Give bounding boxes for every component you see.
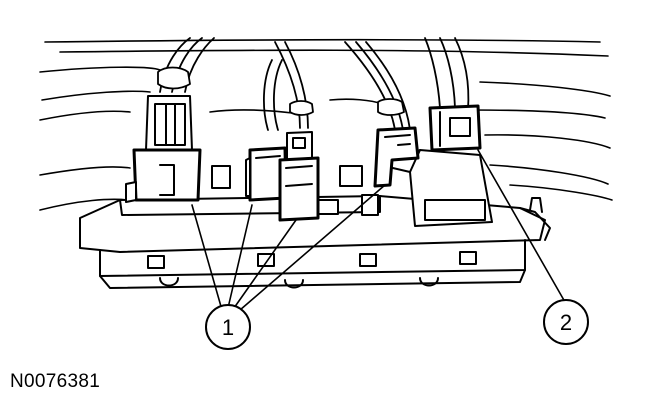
- callout-label-2: 2: [560, 310, 572, 335]
- leader-lines: [191, 149, 566, 311]
- panel-contours: [39, 38, 613, 211]
- callout-circle-2: [543, 299, 589, 345]
- connector-e: [428, 104, 482, 152]
- connector-d: [373, 126, 420, 188]
- connector-c: [278, 131, 320, 222]
- callout-label-1: 1: [222, 315, 234, 340]
- wire-harness: [157, 37, 470, 131]
- connector-a: [125, 95, 202, 203]
- connector-b: [245, 146, 288, 202]
- figure-id: N0076381: [10, 371, 101, 392]
- component-housing: [211, 149, 493, 227]
- callout-circle-1: [205, 304, 251, 350]
